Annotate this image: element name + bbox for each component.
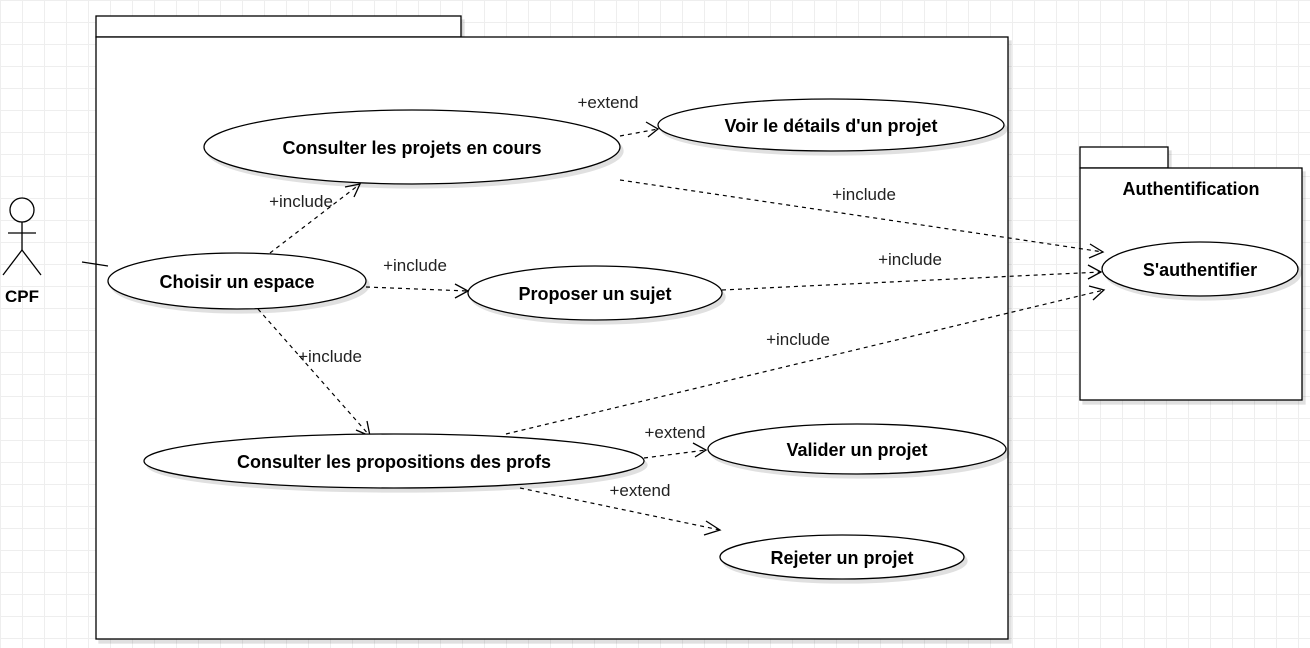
label-include-auth-3: +include <box>766 330 830 349</box>
auth-package-tab <box>1079 146 1169 169</box>
label-include-auth-2: +include <box>878 250 942 269</box>
arrow-include-consulter <box>269 183 361 254</box>
use-case-consulter-propositions-label: Consulter les propositions des profs <box>237 452 551 472</box>
arrowhead-include-auth-2 <box>1087 264 1103 280</box>
arrowhead-include-consulter <box>344 183 362 198</box>
label-extend-valider: +extend <box>645 423 706 442</box>
arrow-extend-voir <box>619 128 659 137</box>
actor-cpf[interactable] <box>2 197 42 276</box>
use-case-consulter-propositions[interactable] <box>143 433 645 489</box>
association-line <box>81 261 109 267</box>
use-case-consulter-projets[interactable] <box>203 109 621 185</box>
arrowhead-include-auth-1 <box>1088 243 1105 259</box>
use-case-authentifier[interactable] <box>1101 241 1299 297</box>
main-package-tab <box>95 15 462 38</box>
label-extend-rejeter: +extend <box>610 481 671 500</box>
auth-package-title: Authentification <box>1123 179 1260 199</box>
arrow-include-auth-1 <box>619 179 1104 253</box>
actor-name: CPF <box>5 287 39 306</box>
use-case-authentifier-label: S'authentifier <box>1143 260 1257 280</box>
use-case-rejeter-projet[interactable] <box>719 534 965 580</box>
label-include-consulter: +include <box>269 192 333 211</box>
arrow-include-proposer <box>365 286 469 292</box>
arrow-extend-valider <box>643 449 707 459</box>
use-case-consulter-projets-label: Consulter les projets en cours <box>282 138 541 158</box>
arrow-extend-rejeter <box>519 487 721 531</box>
use-case-proposer-sujet-label: Proposer un sujet <box>518 284 671 304</box>
label-include-proposer: +include <box>383 256 447 275</box>
arrowhead-extend-rejeter <box>703 520 722 536</box>
relationships <box>257 121 1106 536</box>
use-case-proposer-sujet[interactable] <box>467 265 723 321</box>
arrow-include-auth-3 <box>505 289 1105 435</box>
label-include-auth-1: +include <box>832 185 896 204</box>
use-case-valider-projet-label: Valider un projet <box>786 440 927 460</box>
actor-right-leg <box>21 249 42 276</box>
label-include-propositions: +include <box>298 347 362 366</box>
actor-head <box>9 197 35 223</box>
use-case-valider-projet[interactable] <box>707 423 1007 475</box>
use-case-choisir-espace-label: Choisir un espace <box>159 272 314 292</box>
arrowhead-extend-valider <box>692 442 708 458</box>
use-case-voir-details-label: Voir le détails d'un projet <box>725 116 938 136</box>
use-case-rejeter-projet-label: Rejeter un projet <box>770 548 913 568</box>
label-extend-voir: +extend <box>578 93 639 112</box>
arrowhead-extend-voir <box>645 121 660 138</box>
use-case-choisir-espace[interactable] <box>107 252 367 310</box>
use-case-voir-details[interactable] <box>657 98 1005 152</box>
arrowhead-include-auth-3 <box>1088 285 1106 301</box>
actor-left-leg <box>2 249 23 276</box>
